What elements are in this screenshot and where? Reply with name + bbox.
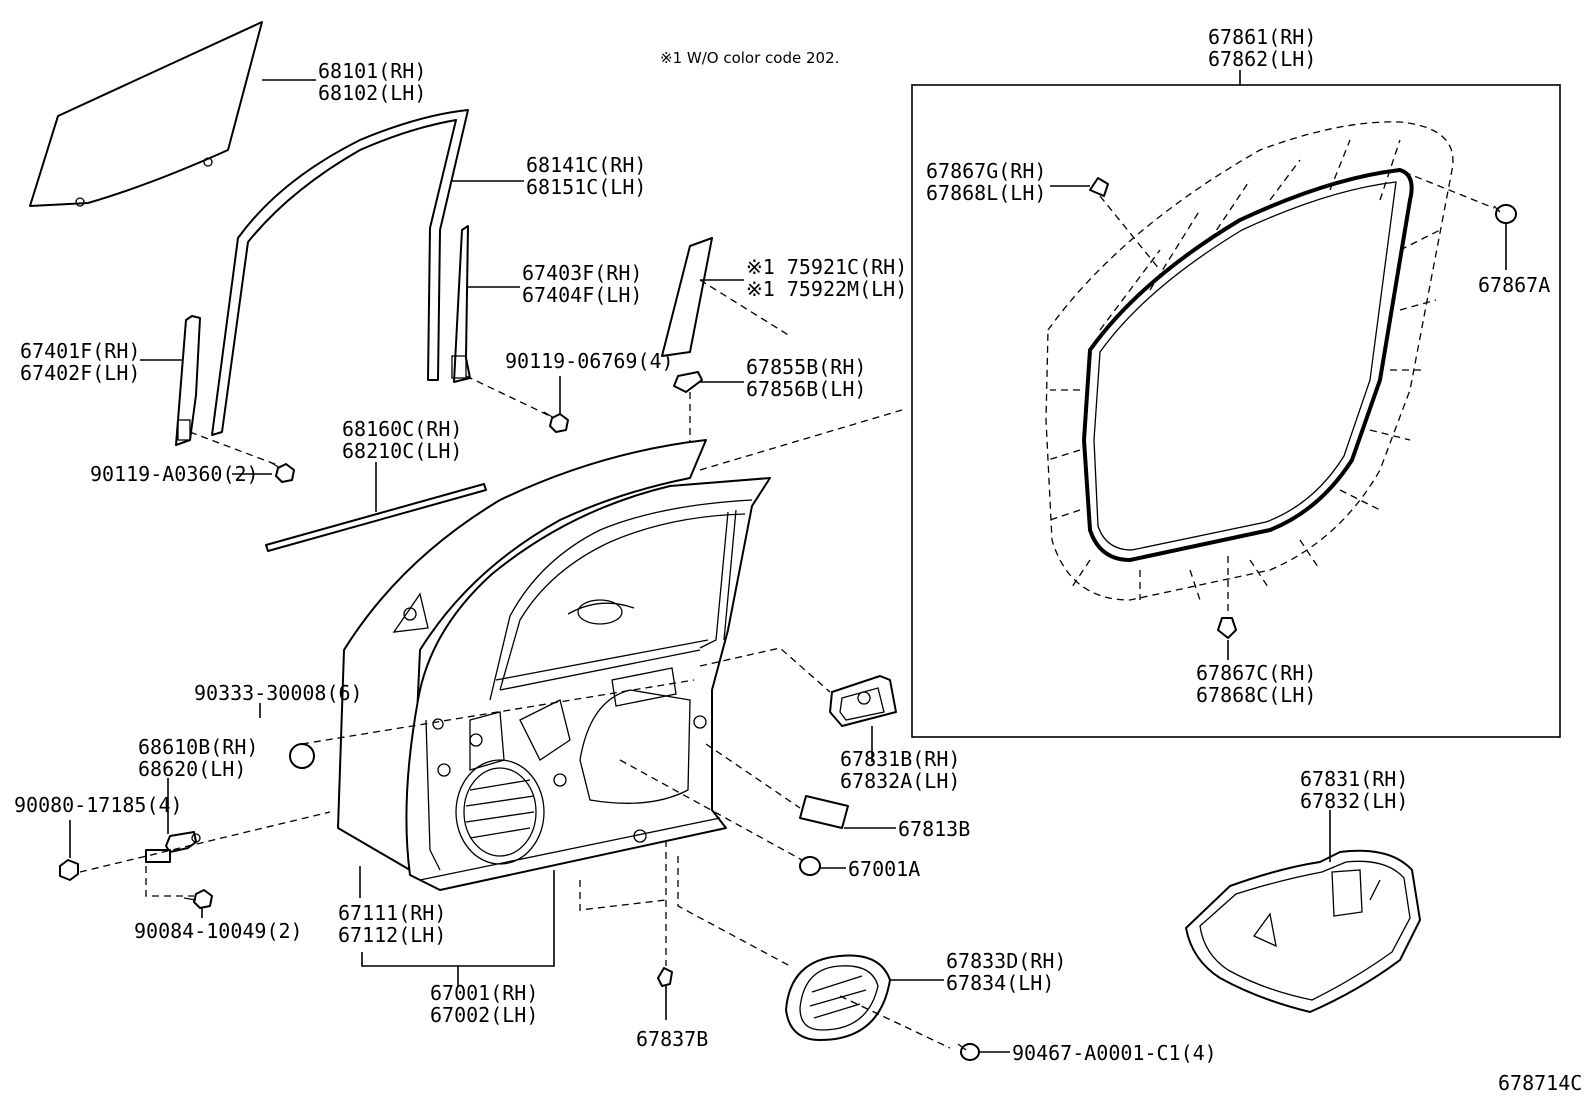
label-clip-90467: 90467-A0001-C1(4) [1012, 1041, 1217, 1065]
label-cover-67833d-lh: 67834(LH) [946, 971, 1054, 995]
bolt-icon [183, 889, 213, 909]
service-hole-film [1185, 849, 1421, 1013]
plug-icon [799, 856, 821, 876]
front-lower-channel [175, 315, 201, 446]
label-panel-lh: 67112(LH) [338, 923, 446, 947]
bolt-icon [269, 461, 295, 483]
label-belt-molding-lh: 68210C(LH) [342, 439, 462, 463]
label-weatherstrip-lh: 67862(LH) [1208, 47, 1316, 71]
label-glass-rh: 68101(RH) [318, 59, 426, 83]
label-door-assy-rh: 67001(RH) [430, 981, 538, 1005]
label-weatherstrip-rh: 67861(RH) [1208, 25, 1316, 49]
drawing-number: 678714C [1498, 1071, 1582, 1095]
label-cover-67833d-rh: 67833D(RH) [946, 949, 1066, 973]
label-bolt-0360: 90119-A0360(2) [90, 462, 259, 486]
label-run-channel-rh: 68141C(RH) [526, 153, 646, 177]
color-code-note: ※1 W/O color code 202. [660, 49, 839, 67]
label-clip-67867a: 67867A [1478, 273, 1550, 297]
label-panel-rh: 67111(RH) [338, 901, 446, 925]
label-check-lh: 68620(LH) [138, 757, 246, 781]
nut-icon [59, 859, 79, 881]
pillar-molding [661, 237, 713, 357]
label-run-channel-lh: 68151C(LH) [526, 175, 646, 199]
clip-icon [957, 1043, 980, 1061]
service-hole-cover [829, 675, 897, 727]
label-film-67831-lh: 67832(LH) [1300, 789, 1408, 813]
door-check [145, 831, 201, 863]
speaker-cover [785, 954, 891, 1041]
label-clip-67855-rh: 67855B(RH) [746, 355, 866, 379]
clip-icon [657, 967, 673, 987]
rear-lower-channel [451, 225, 471, 383]
label-clip-67837b: 67837B [636, 1027, 708, 1051]
label-bolt-06769: 90119-06769(4) [505, 349, 674, 373]
label-belt-molding-rh: 68160C(RH) [342, 417, 462, 441]
door-weatherstrip [1045, 121, 1454, 601]
label-door-assy-lh: 67002(LH) [430, 1003, 538, 1027]
clip-icon [1493, 204, 1517, 224]
label-clip-67867g-rh: 67867G(RH) [926, 159, 1046, 183]
clip-icon [673, 371, 703, 393]
label-nut-90080: 90080-17185(4) [14, 793, 183, 817]
label-clip-67855-lh: 67856B(LH) [746, 377, 866, 401]
weatherstrip-detail-box [911, 84, 1561, 738]
label-glass-lh: 68102(LH) [318, 81, 426, 105]
label-rear-channel-lh: 67404F(LH) [522, 283, 642, 307]
label-front-channel-lh: 67402F(LH) [20, 361, 140, 385]
clip-icon [1217, 617, 1237, 639]
label-plug-67001a: 67001A [848, 857, 920, 881]
label-clip-67867g-lh: 67868L(LH) [926, 181, 1046, 205]
label-film-67831-rh: 67831(RH) [1300, 767, 1408, 791]
label-molding-lh: ※1 75922M(LH) [746, 277, 907, 301]
label-bolt-90084: 90084-10049(2) [134, 919, 303, 943]
label-cover-67831b-lh: 67832A(LH) [840, 769, 960, 793]
belt-molding [265, 483, 487, 552]
door-glass [29, 21, 263, 207]
label-plug-90333: 90333-30008(6) [194, 681, 363, 705]
clip-icon [1089, 177, 1109, 197]
plug-icon [289, 743, 315, 769]
label-rear-channel-rh: 67403F(RH) [522, 261, 642, 285]
label-tape-67813b: 67813B [898, 817, 970, 841]
label-check-rh: 68610B(RH) [138, 735, 258, 759]
label-molding-rh: ※1 75921C(RH) [746, 255, 907, 279]
label-clip-67867c-rh: 67867C(RH) [1196, 661, 1316, 685]
label-front-channel-rh: 67401F(RH) [20, 339, 140, 363]
tape-67813b [799, 795, 849, 829]
label-clip-67867c-lh: 67868C(LH) [1196, 683, 1316, 707]
label-cover-67831b-rh: 67831B(RH) [840, 747, 960, 771]
front-door-panel [337, 439, 771, 891]
glass-run-channel [211, 109, 469, 436]
